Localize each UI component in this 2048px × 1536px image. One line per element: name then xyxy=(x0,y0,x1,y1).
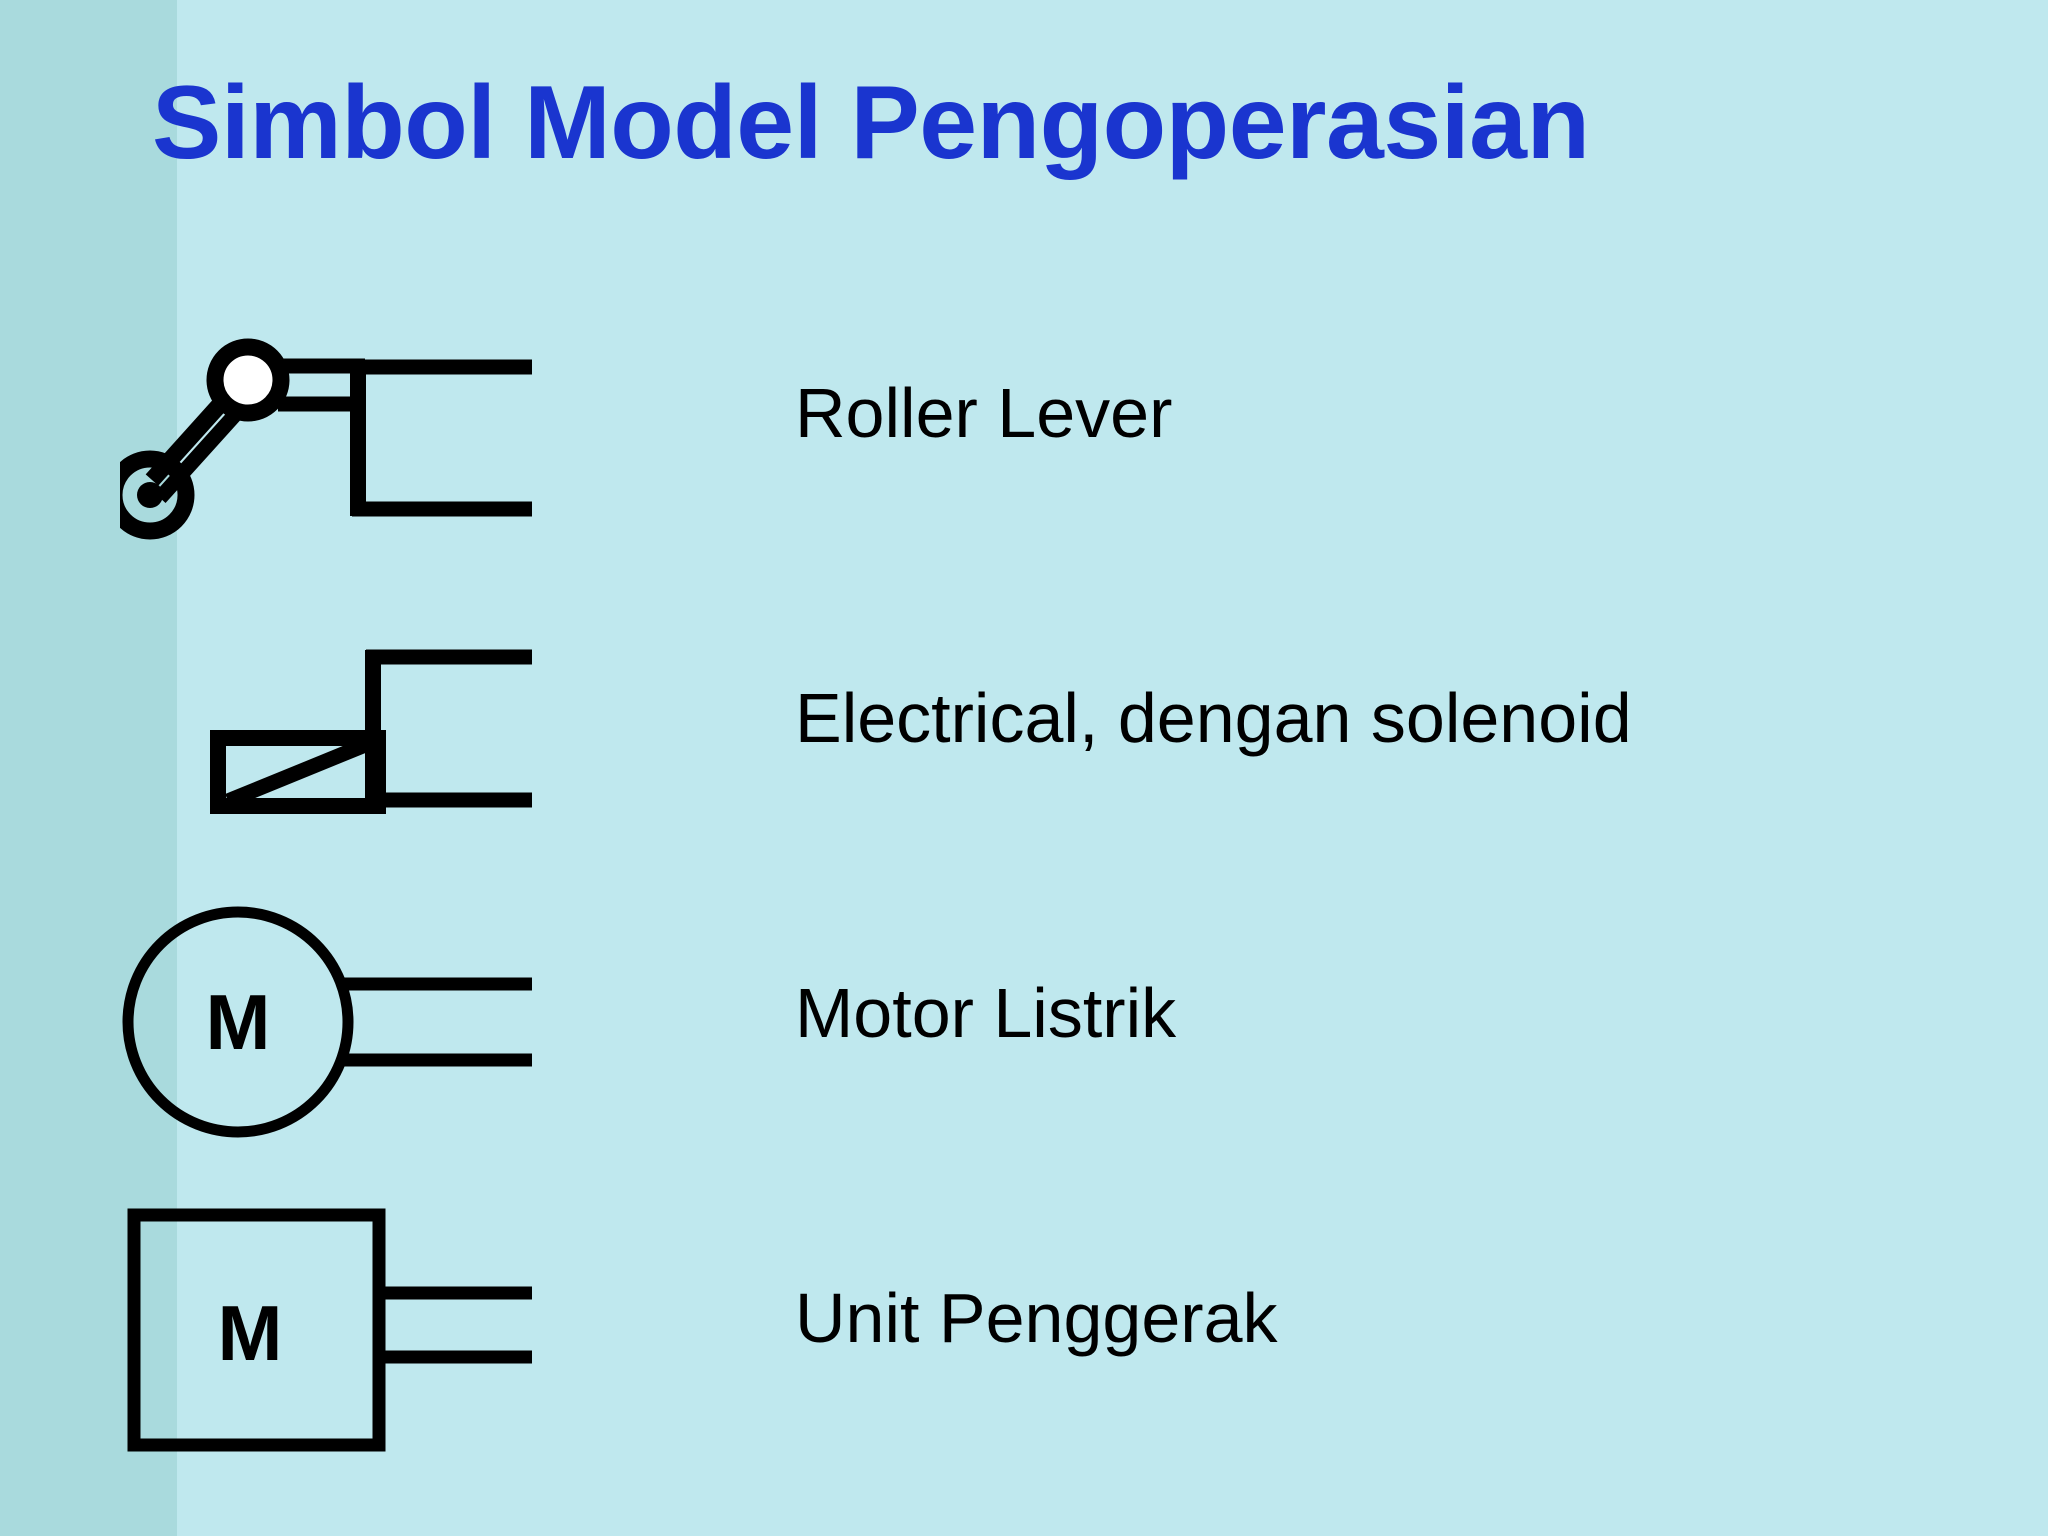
motor-marking-letter: M xyxy=(206,978,271,1066)
symbol-row-motor-listrik: M Motor Listrik xyxy=(0,900,2048,1150)
symbol-label-electrical-solenoid: Electrical, dengan solenoid xyxy=(795,679,1632,757)
symbol-row-unit-penggerak: M Unit Penggerak xyxy=(0,1205,2048,1455)
symbol-label-motor-listrik: Motor Listrik xyxy=(795,974,1177,1052)
solenoid-symbol xyxy=(120,625,550,875)
left-accent-band xyxy=(0,0,177,1536)
symbol-row-electrical-solenoid: Electrical, dengan solenoid xyxy=(0,625,2048,875)
symbol-row-roller-lever: Roller Lever xyxy=(0,320,2048,570)
drive-unit-square-symbol: M xyxy=(120,1205,550,1455)
symbol-label-roller-lever: Roller Lever xyxy=(795,374,1173,452)
roller-lever-symbol xyxy=(120,320,550,570)
drive-unit-marking-letter: M xyxy=(218,1289,283,1377)
electric-motor-circle-symbol: M xyxy=(120,900,550,1150)
symbol-label-unit-penggerak: Unit Penggerak xyxy=(795,1279,1278,1357)
page-title: Simbol Model Pengoperasian xyxy=(152,65,1590,181)
